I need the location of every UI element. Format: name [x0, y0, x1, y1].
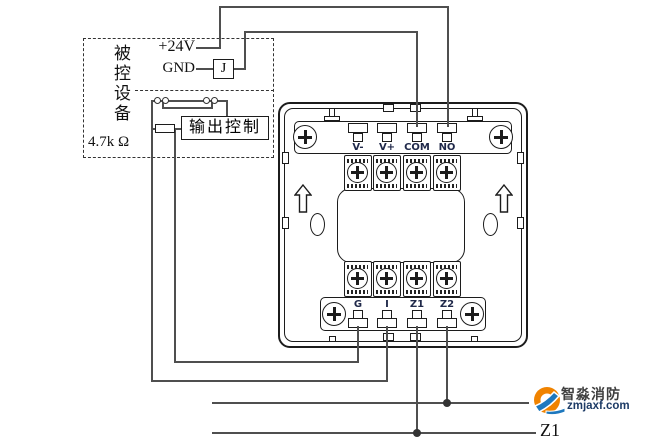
wire-24v-horizontal: [196, 47, 221, 49]
terminal-label-g: G: [353, 299, 363, 310]
contact-circle-4: [211, 97, 218, 104]
screw-terminal: [433, 261, 461, 297]
loop-line-label: Z1: [540, 420, 560, 440]
clamp-vminus-inner: [353, 133, 363, 142]
wire-contact-bridge: [162, 107, 213, 109]
junction-dot-z2: [443, 399, 451, 407]
wire-z1-drop: [416, 326, 418, 434]
clip-bar-right: [467, 116, 483, 121]
wire-24v-vertical: [219, 7, 221, 48]
terminal-label-vminus: V-: [352, 142, 364, 153]
wire-loop-bus-upper: [212, 402, 529, 404]
contact-circle-3: [203, 97, 210, 104]
clip-bar-left: [324, 116, 340, 121]
wire-contact-bridge-right: [211, 102, 213, 109]
wire-control-box-drop: [226, 101, 228, 117]
wire-top-bus-no: [219, 6, 449, 8]
wire-i-horizontal: [151, 380, 388, 382]
bottom-tab-1: [383, 333, 394, 341]
wire-z2-drop: [446, 326, 448, 404]
screw-terminal: [344, 155, 372, 191]
top-tab-1: [383, 104, 394, 112]
screw-terminal: [403, 155, 431, 191]
side-notch-right-1: [517, 152, 524, 164]
wire-contact-line: [151, 100, 228, 102]
terminal-label-com: COM: [404, 142, 430, 153]
terminal-label-vplus: V+: [378, 142, 396, 153]
terminal-label-z2: Z2: [439, 299, 455, 310]
terminal-label-no: NO: [438, 142, 456, 153]
wire-relay-vertical: [244, 31, 246, 69]
clamp-no-inner: [442, 133, 452, 142]
screw-icon: [489, 125, 513, 149]
wire-g-horizontal: [174, 361, 359, 363]
wire-relay-out: [233, 68, 246, 70]
wire-i-vertical-left: [151, 100, 153, 382]
junction-dot-z1: [413, 429, 421, 437]
center-label-area: [337, 188, 465, 263]
wire-g-vertical-left: [174, 128, 176, 363]
wire-contact-bridge-left: [162, 102, 164, 109]
ground-label: GND: [162, 60, 196, 76]
bottom-notch-left: [329, 336, 336, 342]
brand-logo-icon: [533, 387, 566, 416]
bottom-notch-right: [471, 336, 478, 342]
screw-terminal: [433, 155, 461, 191]
brand-site: zmjaxf.com: [567, 400, 630, 412]
clamp-vminus: [348, 123, 368, 133]
screw-terminal: [344, 261, 372, 297]
screw-terminal: [373, 155, 401, 191]
output-control-box: 输出控制: [181, 116, 269, 140]
output-control-label: 输出控制: [188, 119, 261, 136]
contact-circle-2: [162, 97, 169, 104]
wire-com-drop: [416, 31, 418, 127]
resistor-label: 4.7k Ω: [88, 134, 130, 150]
resistor-symbol: [155, 124, 175, 133]
controlled-device-label: 被控设备: [111, 44, 130, 124]
screw-terminal: [403, 261, 431, 297]
screw-icon: [293, 125, 317, 149]
bottom-terminal-strip: [320, 297, 486, 331]
controlled-device-divider: [135, 90, 274, 91]
clamp-vplus-inner: [382, 133, 392, 142]
top-tab-2: [410, 104, 421, 112]
terminal-label-z1: Z1: [409, 299, 425, 310]
clamp-vplus: [377, 123, 397, 133]
bottom-tab-2: [410, 333, 421, 341]
mounting-slot: [483, 213, 498, 236]
wire-no-drop: [447, 6, 449, 127]
screw-icon: [460, 302, 484, 326]
mounting-slot: [310, 213, 325, 236]
terminal-label-i: I: [385, 299, 389, 310]
side-notch-left-1: [282, 152, 289, 164]
power-label: +24V: [158, 38, 195, 55]
up-arrow-icon: [495, 184, 513, 213]
brand-name: 智淼消防: [561, 386, 621, 402]
screw-terminal: [373, 261, 401, 297]
wire-g-terminal-drop: [357, 326, 359, 363]
wire-loop-bus-lower: [212, 432, 536, 434]
relay-label: J: [220, 61, 227, 76]
side-notch-right-2: [517, 217, 524, 229]
relay-box: J: [213, 59, 234, 79]
side-notch-left-2: [282, 217, 289, 229]
wire-top-bus-com: [244, 31, 418, 33]
wire-i-terminal-drop: [386, 326, 388, 382]
screw-icon: [322, 302, 346, 326]
wire-gnd-horizontal: [196, 68, 214, 70]
clamp-com-inner: [412, 133, 422, 142]
controlled-device-box: [83, 38, 274, 158]
up-arrow-icon: [294, 184, 312, 213]
contact-circle-1: [154, 97, 161, 104]
